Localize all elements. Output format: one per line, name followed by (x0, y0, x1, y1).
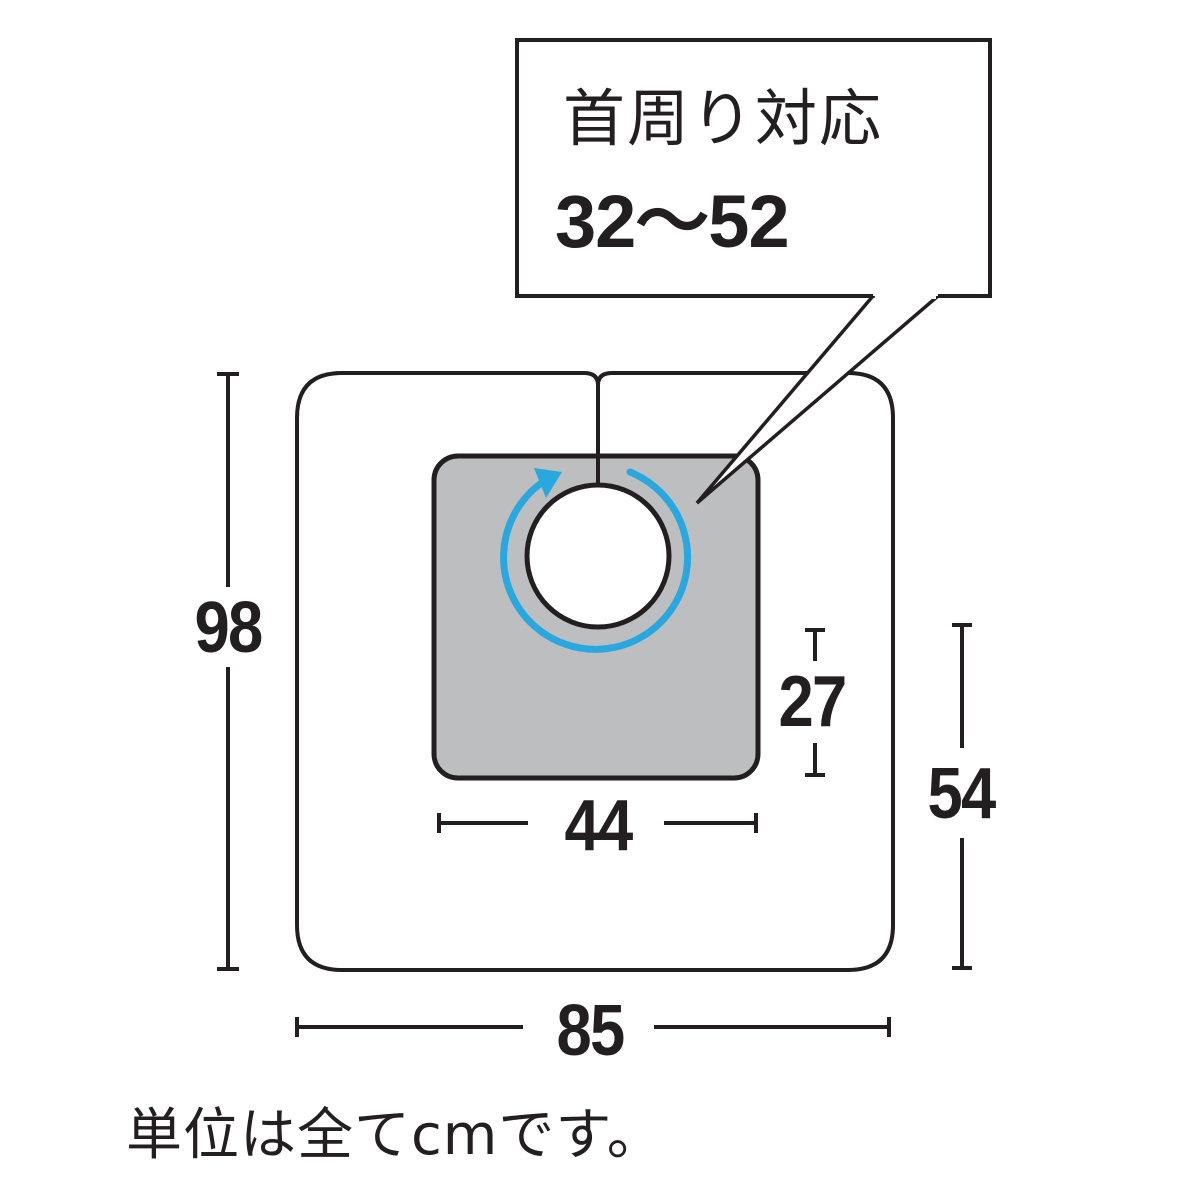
neck-hole (524, 482, 672, 630)
callout-title: 首周り対応 (563, 82, 884, 155)
dimension-label-total-width: 85 (556, 991, 626, 1071)
callout-neck-range: 32～52 (555, 180, 790, 263)
dimension-line-width-85 (295, 1017, 891, 1037)
units-footnote: 単位は全てcmです。 (126, 1103, 664, 1168)
dimension-label-inner-height: 27 (778, 662, 848, 742)
dimension-line-height-27 (805, 628, 825, 777)
dimension-line-height-98 (217, 372, 239, 971)
dimension-label-inner-width: 44 (564, 786, 634, 866)
dimension-line-width-44 (437, 813, 758, 833)
dimension-line-height-54 (952, 623, 972, 970)
clockwise-arrow-icon (500, 468, 692, 653)
dimension-label-total-height: 98 (194, 588, 264, 668)
callout-bubble (515, 38, 992, 505)
dimension-label-lower-height: 54 (927, 754, 997, 834)
